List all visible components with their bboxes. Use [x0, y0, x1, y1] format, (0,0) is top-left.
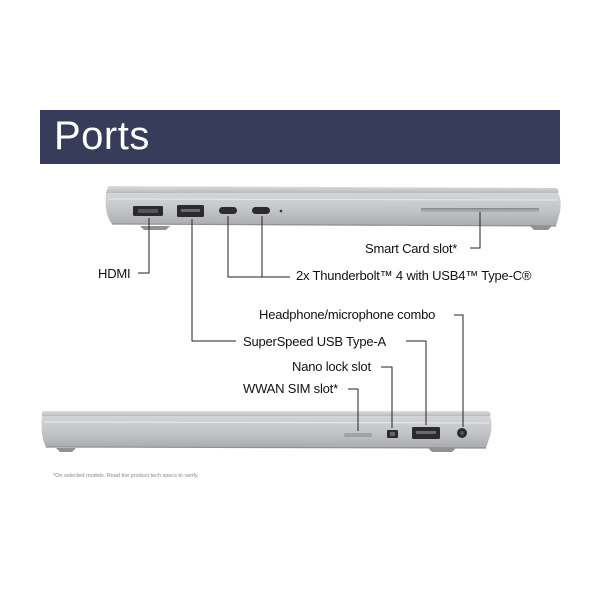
hdmi-label: HDMI [98, 266, 131, 281]
wwan-sim-slot [344, 433, 372, 437]
usb-a-leader-right [406, 340, 427, 425]
laptop-left-side [105, 186, 561, 230]
footnote: *On selected models. Read the product te… [53, 473, 199, 479]
headphone-leader [454, 314, 464, 427]
indicator-light [279, 209, 283, 213]
wwan-sim-leader [348, 388, 359, 431]
thunderbolt-port-2 [252, 207, 270, 214]
wwan-sim-label: WWAN SIM slot* [243, 381, 338, 396]
smart-card-label: Smart Card slot* [365, 241, 458, 256]
lid-edge [42, 411, 491, 416]
title-banner: Ports [40, 110, 560, 164]
leader-lines [138, 212, 481, 431]
foot-left [56, 448, 76, 452]
nano-lock-leader [381, 366, 393, 428]
headphone-label: Headphone/microphone combo [259, 307, 436, 322]
foot-left [140, 226, 170, 230]
laptop-right-side [41, 411, 492, 452]
hdmi-leader [138, 218, 150, 274]
thunderbolt-leader-1 [227, 216, 290, 278]
thunderbolt-port-1 [219, 207, 237, 214]
base-body [105, 193, 561, 226]
nano-lock-label: Nano lock slot [292, 359, 371, 374]
foot-right [530, 226, 552, 230]
usb-a-leader-left [191, 219, 236, 342]
foot-right [428, 448, 456, 452]
usb-a-label: SuperSpeed USB Type-A [243, 334, 386, 349]
smart-card-leader [470, 212, 481, 249]
page-title: Ports [54, 114, 150, 158]
thunderbolt-label: 2x Thunderbolt™ 4 with USB4™ Type-C® [296, 268, 532, 283]
base-body [41, 416, 492, 448]
lid-edge [106, 186, 559, 193]
